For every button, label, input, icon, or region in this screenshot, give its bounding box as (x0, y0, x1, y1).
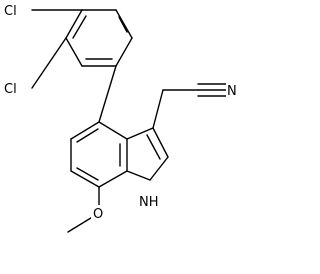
bond-ch2 (152, 89, 164, 129)
bond (72, 15, 87, 39)
bond (98, 121, 128, 140)
dichlorophenyl-ring (65, 9, 133, 67)
bond (149, 156, 169, 181)
methoxy-o-label: O (93, 207, 103, 222)
bond (76, 128, 99, 143)
bond (76, 167, 99, 181)
label-mask (2, 1, 24, 19)
indole-benzene-ring (70, 121, 128, 188)
bond (65, 9, 83, 39)
indole-nh-label: NH (139, 195, 159, 210)
bond-cl-bottom (31, 37, 67, 89)
bond (98, 170, 128, 188)
bond (70, 121, 100, 140)
bond (65, 37, 83, 67)
bond (126, 127, 154, 140)
bond (118, 16, 128, 33)
chlorine-label-bottom: Cl (4, 82, 17, 97)
label-mask (226, 81, 242, 98)
bond (70, 170, 100, 188)
bond (152, 127, 169, 158)
nitrile-n-label: N (227, 84, 237, 99)
label-mask (2, 79, 24, 97)
chlorine-label-top: Cl (4, 4, 17, 19)
bond-biaryl (98, 65, 117, 123)
label-mask (137, 193, 163, 210)
pyrrole-ring (126, 127, 169, 181)
structure-canvas: Cl Cl N NH O (2, 1, 242, 233)
bond (146, 134, 161, 160)
bond (115, 37, 133, 67)
molecule-structure: Cl Cl N NH O (2, 1, 242, 233)
label-mask (91, 205, 108, 222)
bond (115, 9, 133, 39)
bond (126, 170, 151, 181)
